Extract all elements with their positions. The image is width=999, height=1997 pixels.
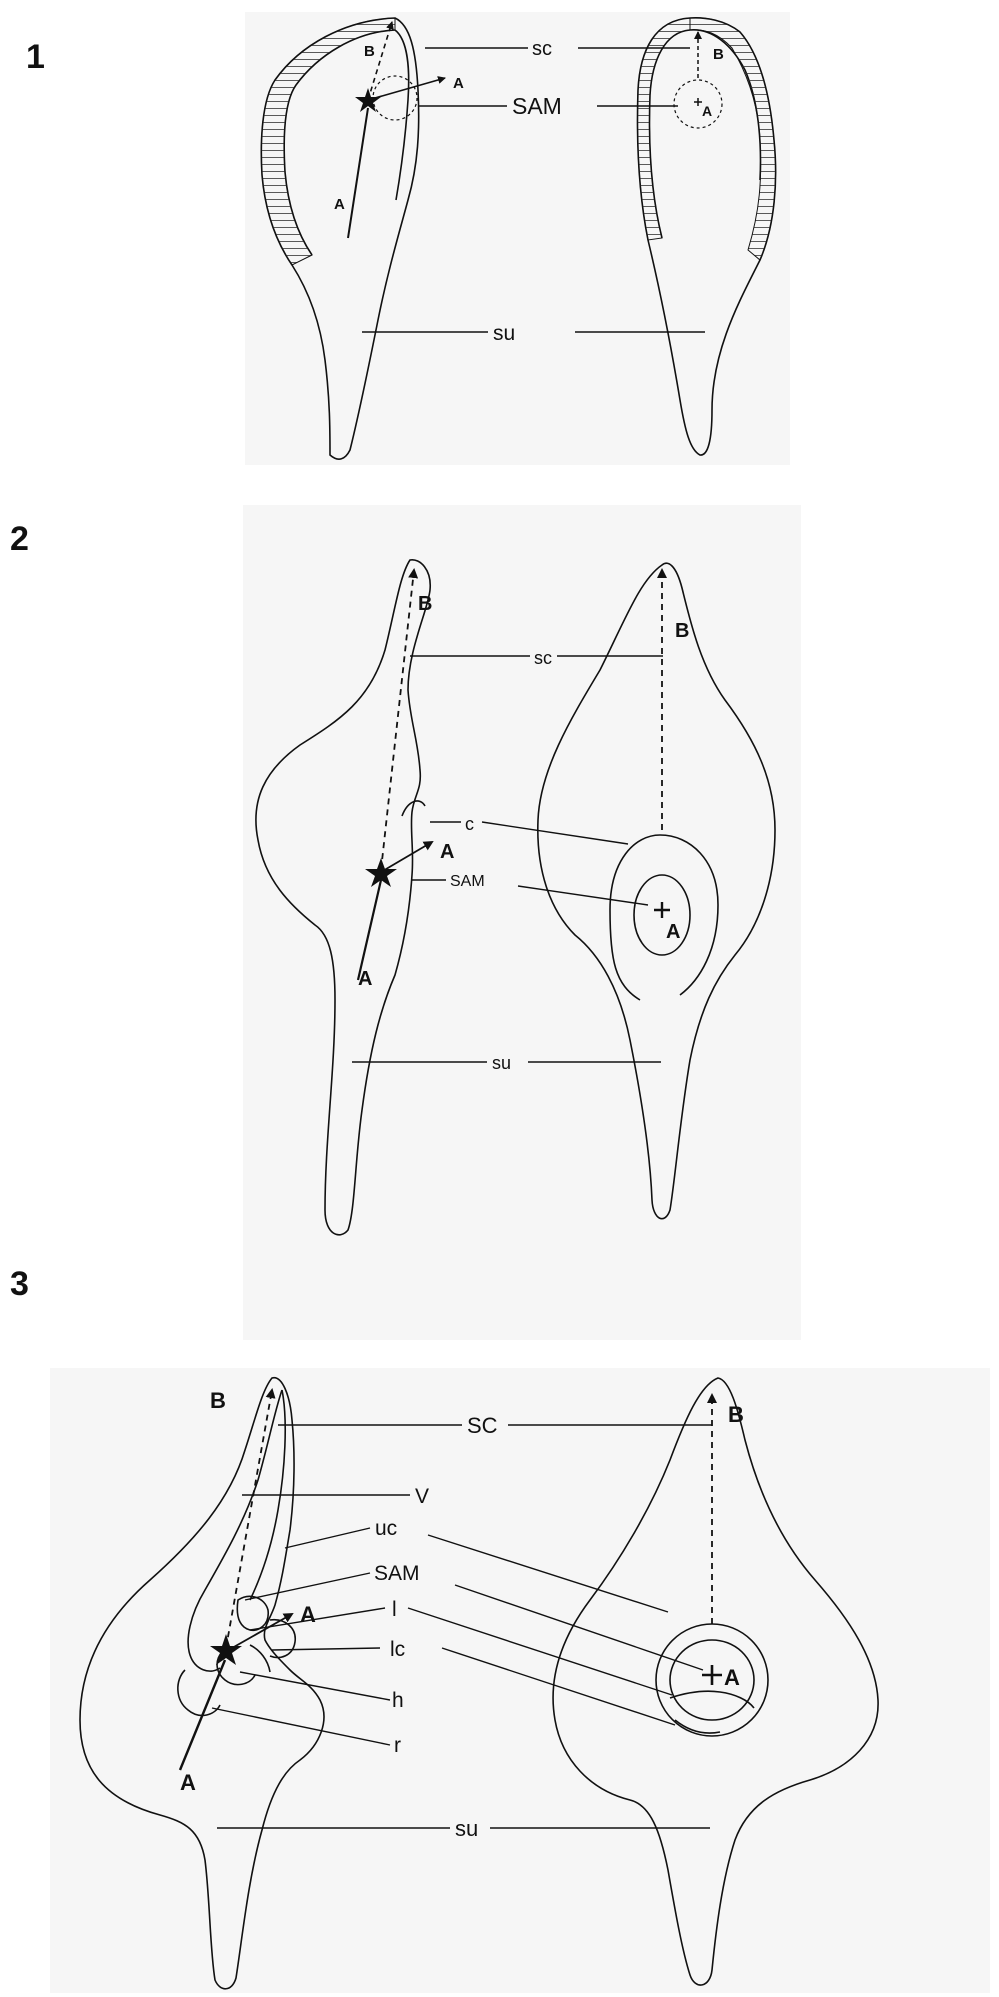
- p3-label-r: r: [394, 1734, 401, 1757]
- p3-left-inner-v-right: [249, 1389, 286, 1601]
- p2-label-c: c: [465, 814, 474, 834]
- p3-left-upper-lobe: [236, 1595, 269, 1632]
- panel-3: [79, 1377, 879, 1990]
- p3-sam-leader-right: [454, 1584, 704, 1671]
- p1-right-plus-icon: [694, 98, 702, 106]
- p1-label-a-right: A: [702, 103, 712, 119]
- panel-3-background: [50, 1368, 990, 1993]
- p1-label-su: su: [493, 322, 515, 345]
- p3-label-uc: uc: [375, 1517, 397, 1540]
- p2-label-a-right: A: [666, 921, 680, 943]
- p3-label-lc: lc: [390, 1638, 405, 1661]
- panel-3-labels: SC V uc SAM l lc h r su A A B B A: [180, 1388, 744, 1841]
- p3-left-arrow-a: [224, 1613, 294, 1653]
- p2-right-outer-arc: [609, 834, 719, 996]
- p3-l-leader-left: [249, 1607, 386, 1631]
- p2-left-arrow-a-axis: [356, 879, 383, 981]
- panel-1: [260, 17, 777, 460]
- p3-label-a-arrow: A: [300, 1602, 316, 1627]
- p3-left-star-icon: [210, 1634, 242, 1665]
- p3-label-sam: SAM: [374, 1562, 420, 1585]
- p1-label-b-left: B: [364, 43, 375, 60]
- p3-label-b-right: B: [728, 1402, 744, 1427]
- p1-right-surface-cells-right: [689, 17, 777, 261]
- p1-right-surface-cells-left: [636, 17, 691, 241]
- p3-label-sc: SC: [467, 1413, 498, 1438]
- p2-label-sc: sc: [534, 648, 552, 668]
- p3-label-b-left: B: [210, 1388, 226, 1413]
- p2-sam-leader-right: [517, 885, 649, 906]
- p2-label-b-left: B: [418, 593, 432, 615]
- p1-left-arrow-b: [367, 21, 394, 101]
- p2-right-sam-ellipse: [633, 874, 691, 956]
- panel-2-background: [243, 505, 801, 1340]
- p2-c-leader-right: [481, 821, 629, 845]
- p3-uc-leader-left: [284, 1527, 371, 1549]
- p3-label-su: su: [455, 1816, 478, 1841]
- p1-left-inner-right: [394, 29, 410, 201]
- p3-right-lc-arc: [669, 1690, 755, 1709]
- panel-number-2: 2: [10, 520, 29, 558]
- p3-right-l-circle: [669, 1639, 755, 1721]
- panel-2: [255, 559, 776, 1236]
- p2-left-arrow-a: [380, 840, 434, 873]
- panel-1-labels: sc SAM su A A B B A: [334, 38, 724, 345]
- p3-left-r-lobe: [177, 1669, 221, 1717]
- panel-2-right-section: [537, 562, 776, 1220]
- p1-left-arrow-a: [367, 76, 446, 101]
- p1-label-a-arrow: A: [453, 75, 464, 92]
- p2-right-outline: [537, 562, 776, 1220]
- p3-sam-leader-left: [244, 1572, 371, 1601]
- p3-left-arrow-b: [225, 1388, 276, 1649]
- p3-right-plus-icon: [702, 1665, 722, 1685]
- p2-label-a-arrow: A: [440, 841, 454, 863]
- panel-3-right-section: [552, 1377, 879, 1986]
- p3-r-leader: [211, 1707, 391, 1746]
- p3-label-l: l: [392, 1598, 397, 1621]
- p2-right-outer-arc-left: [609, 909, 641, 1001]
- panel-1-right-section: [636, 17, 777, 456]
- p3-lc-leader-left: [271, 1647, 381, 1651]
- p1-label-a-axis: A: [334, 196, 345, 213]
- p2-label-su: su: [492, 1053, 511, 1073]
- p3-left-lower-leaf: [249, 1644, 271, 1673]
- p3-uc-leader-right: [427, 1534, 669, 1613]
- p1-label-sam: SAM: [512, 93, 562, 119]
- panel-1-left-section: [260, 17, 446, 460]
- p2-label-a-axis: A: [358, 968, 372, 990]
- p1-label-b-right: B: [713, 46, 724, 63]
- p3-l-leader-right: [407, 1607, 673, 1696]
- p3-right-h-arc: [674, 1719, 721, 1734]
- p1-right-sam-circle: [673, 79, 723, 129]
- panel-1-background: [245, 12, 790, 465]
- p3-label-a-axis: A: [180, 1770, 196, 1795]
- panel-3-left-section: [79, 1377, 325, 1990]
- p2-label-b-right: B: [675, 620, 689, 642]
- p3-h-leader: [239, 1671, 391, 1701]
- p3-left-inner-v: [187, 1389, 283, 1672]
- panel-number-1: 1: [26, 38, 45, 76]
- p3-label-h: h: [392, 1689, 404, 1712]
- panel-2-labels: sc c SAM su A A B B A: [358, 593, 689, 1073]
- panel-2-left-section: [255, 559, 434, 1236]
- p3-left-lc-lobe: [269, 1618, 296, 1659]
- p2-left-cleft: [401, 800, 426, 817]
- p1-label-sc: sc: [532, 38, 552, 60]
- p3-right-outline: [552, 1377, 879, 1986]
- p3-label-v: V: [415, 1485, 429, 1508]
- p1-left-surface-cells: [260, 17, 396, 266]
- p2-label-sam: SAM: [450, 873, 485, 890]
- p3-lc-leader-right: [441, 1647, 676, 1726]
- p3-left-arrow-a-axis: [178, 1659, 227, 1771]
- panel-number-3: 3: [10, 1265, 29, 1303]
- p3-label-a-right: A: [724, 1665, 740, 1690]
- p3-left-outline: [79, 1377, 325, 1990]
- p2-right-plus-icon: [654, 902, 670, 918]
- p2-left-outline: [255, 559, 431, 1236]
- p1-left-star-icon: [355, 88, 381, 112]
- p2-left-star-icon: [365, 858, 397, 887]
- p1-left-arrow-a-axis: [347, 107, 369, 239]
- p2-left-arrow-b: [380, 568, 419, 871]
